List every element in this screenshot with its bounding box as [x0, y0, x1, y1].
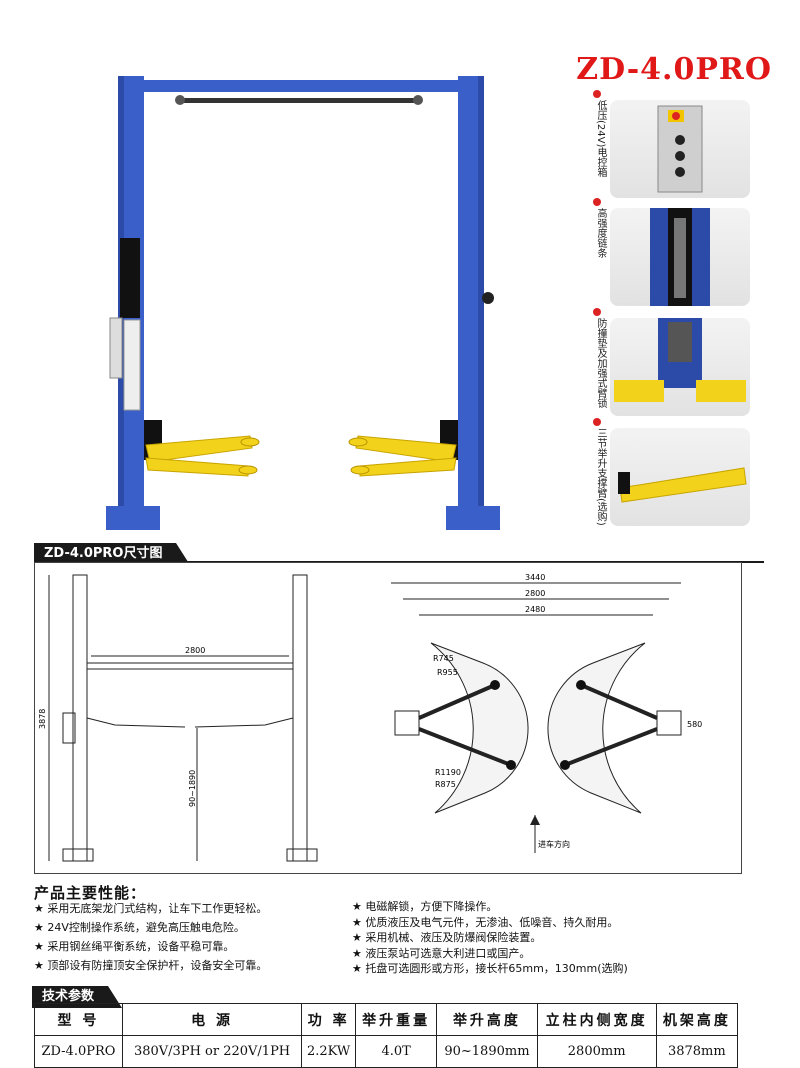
features-title: 产品主要性能： — [34, 884, 147, 902]
radius-label: R875 — [435, 780, 456, 789]
front-width-label: 2800 — [185, 646, 205, 655]
front-view-drawing — [48, 574, 318, 862]
arm-lock-image — [610, 318, 750, 416]
specs-section-title: 技术参数 — [32, 986, 123, 1008]
table-header-cell: 举升高度 — [436, 1003, 538, 1036]
radius-label: R1190 — [435, 768, 461, 777]
feature-label: 高强度链条 — [595, 208, 606, 258]
model-title: ZD-4.0PRO — [576, 52, 772, 87]
table-header-cell: 型 号 — [34, 1003, 123, 1036]
bullet-dot-icon — [593, 418, 601, 426]
top-width-label: 2480 — [525, 605, 545, 614]
top-view-drawing — [391, 582, 682, 853]
feature-item: 托盘可选圆形或方形，接长杆65mm，130mm(选购) — [352, 961, 752, 977]
top-width-label: 2800 — [525, 589, 545, 598]
bullet-dot-icon — [593, 308, 601, 316]
feature-label: 三节举升支撑臂(选购) — [595, 428, 606, 526]
feature-item: 采用机械、液压及防爆阀保险装置。 — [352, 930, 752, 946]
feature-item: 24V控制操作系统，避免高压触电危险。 — [34, 918, 354, 937]
feature-control-box: 低压(24V)电控箱 — [592, 90, 752, 198]
bullet-dot-icon — [593, 90, 601, 98]
table-cell: ZD-4.0PRO — [34, 1035, 123, 1068]
table-cell: 2.2KW — [301, 1035, 357, 1068]
feature-label: 低压(24V)电控箱 — [595, 100, 606, 178]
lift-illustration — [106, 76, 500, 530]
dimensions-section-title: ZD-4.0PRO尺寸图 — [34, 543, 192, 565]
direction-label: 进车方向 — [538, 839, 570, 849]
feature-support-arm: 三节举升支撑臂(选购) — [592, 418, 752, 526]
table-header-cell: 立柱内侧宽度 — [536, 1003, 657, 1036]
radius-label: R955 — [437, 668, 458, 677]
feature-item: 优质液压及电气元件，无渗油、低噪音、持久耐用。 — [352, 915, 752, 931]
dimension-drawing: 2800 3878 90~1890 3440 2800 2480 R745 — [34, 562, 742, 874]
table-header-cell: 机架高度 — [655, 1003, 739, 1036]
table-header-cell: 电 源 — [121, 1003, 303, 1036]
spec-table: 型 号 电 源 功 率 举升重量 举升高度 立柱内侧宽度 机架高度 ZD-4.0… — [34, 1003, 739, 1068]
feature-label: 防撞垫及加强式臂锁 — [595, 318, 606, 408]
feature-item: 电磁解锁，方便下降操作。 — [352, 899, 752, 915]
table-cell: 2800mm — [536, 1035, 657, 1068]
feature-item: 液压泵站可选意大利进口或国产。 — [352, 946, 752, 962]
top-width-label: 3440 — [525, 573, 545, 582]
chain-image — [610, 208, 750, 306]
support-arm-image — [610, 428, 750, 526]
feature-chain: 高强度链条 — [592, 198, 752, 306]
table-cell: 380V/3PH or 220V/1PH — [121, 1035, 303, 1068]
feature-item: 采用无底架龙门式结构，让车下工作更轻松。 — [34, 899, 354, 918]
feature-item: 采用钢丝绳平衡系统，设备平稳可靠。 — [34, 937, 354, 956]
front-lift-label: 90~1890 — [188, 770, 197, 807]
table-header-cell: 举升重量 — [355, 1003, 438, 1036]
table-cell: 3878mm — [655, 1035, 739, 1068]
table-header-row: 型 号 电 源 功 率 举升重量 举升高度 立柱内侧宽度 机架高度 — [34, 1003, 739, 1036]
front-height-label: 3878 — [38, 709, 47, 729]
features-right: 电磁解锁，方便下降操作。 优质液压及电气元件，无渗油、低噪音、持久耐用。 采用机… — [352, 899, 752, 977]
bullet-dot-icon — [593, 198, 601, 206]
table-header-cell: 功 率 — [301, 1003, 357, 1036]
column-depth-label: 580 — [687, 720, 702, 729]
radius-label: R745 — [433, 654, 454, 663]
table-cell: 90~1890mm — [436, 1035, 538, 1068]
features-left: 采用无底架龙门式结构，让车下工作更轻松。 24V控制操作系统，避免高压触电危险。… — [34, 899, 354, 975]
feature-item: 顶部设有防撞顶安全保护杆，设备安全可靠。 — [34, 956, 354, 975]
table-cell: 4.0T — [355, 1035, 438, 1068]
table-row: ZD-4.0PRO 380V/3PH or 220V/1PH 2.2KW 4.0… — [34, 1035, 739, 1068]
control-box-image — [610, 100, 750, 198]
feature-arm-lock: 防撞垫及加强式臂锁 — [592, 308, 752, 416]
